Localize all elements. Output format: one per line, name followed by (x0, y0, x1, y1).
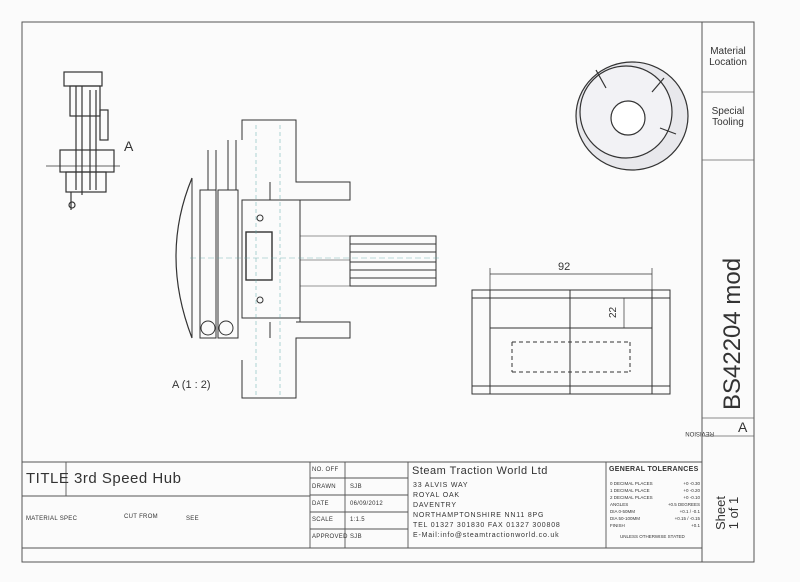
section-marker: A (124, 138, 134, 154)
address-line: E-Mail:info@steamtractionworld.co.uk (413, 532, 560, 539)
material-spec-label: MATERIAL SPEC (26, 516, 78, 522)
title-label: TITLE (26, 470, 70, 487)
tolerances-title: GENERAL TOLERANCES (609, 466, 699, 473)
address-line: TEL 01327 301830 FAX 01327 300808 (413, 522, 561, 529)
address-line: NORTHAMPTONSHIRE NN11 8PG (413, 512, 545, 519)
drawing-number: BS42204 mod (719, 258, 746, 410)
sheet-border (21, 21, 755, 563)
tolerance-row: 2 DECIMAL PLACES +0 -0.10 (610, 494, 700, 501)
cut-from-label: CUT FROM (124, 514, 158, 520)
hub-side-view (471, 289, 671, 395)
material-location-label: Material Location (709, 46, 747, 68)
address-line: ROYAL OAK (413, 492, 460, 499)
tolerance-label: 2 DECIMAL PLACES (610, 495, 653, 500)
tolerance-label: ANGLES (610, 502, 629, 507)
field-label: DATE (312, 501, 329, 507)
field-label: SCALE (312, 517, 334, 523)
tolerance-label: 0 DECIMAL PLACES (610, 481, 653, 486)
field-label: NO. OFF (312, 467, 339, 473)
small-side-view (46, 71, 120, 210)
tolerance-table: 0 DECIMAL PLACES +0 -0.30 1 DECIMAL PLACE… (610, 480, 700, 529)
tolerance-value: +0 -0.20 (683, 488, 700, 493)
detail-view-label: A (1 : 2) (172, 379, 211, 391)
tolerance-label: FINISH (610, 523, 625, 528)
dimension-depth: 22 (608, 306, 619, 318)
tolerance-note: UNLESS OTHERWISE STATED (620, 534, 685, 539)
sheet-cell: Sheet 1 of 1 (705, 480, 751, 540)
main-section-view (175, 119, 437, 399)
tolerance-label: DIA 0-50MM (610, 509, 636, 514)
dimension-width: 92 (558, 261, 570, 273)
tolerance-value: +0 -0.30 (683, 481, 700, 486)
revision-value: A (738, 419, 748, 435)
field-value: 1:1.5 (350, 517, 365, 523)
title-value: 3rd Speed Hub (74, 470, 182, 487)
revision-label: REVISION (685, 430, 714, 436)
field-label: DRAWN (312, 484, 336, 490)
tolerance-value: +0.1 / -0.1 (679, 509, 700, 514)
field-value: 06/09/2012 (350, 501, 384, 507)
tolerance-row: ANGLES +0.5 DEGREES (610, 501, 700, 508)
address-line: 33 ALVIS WAY (413, 482, 469, 489)
tolerance-value: +0 -0.10 (683, 495, 700, 500)
tolerance-label: 1 DECIMAL PLACE (610, 488, 650, 493)
tolerance-row: DIA 0-50MM +0.1 / -0.1 (610, 508, 700, 515)
tolerance-row: 0 DECIMAL PLACES +0 -0.30 (610, 480, 700, 487)
address-line: DAVENTRY (413, 502, 457, 509)
title-block-frame (22, 461, 702, 549)
tolerance-label: DIA 50-100MM (610, 516, 641, 521)
field-value: SJB (350, 534, 362, 540)
sheet-label: Sheet 1 of 1 (713, 496, 741, 530)
see-label: SEE (186, 516, 199, 522)
dimension-lines (489, 268, 653, 328)
special-tooling-label: Special Tooling (711, 106, 745, 128)
company-name: Steam Traction World Ltd (412, 465, 548, 477)
tolerance-value: +0.1 (691, 523, 700, 528)
tolerance-value: +0.15 / -0.15 (674, 516, 700, 521)
field-value: SJB (350, 484, 362, 490)
tolerance-row: DIA 50-100MM +0.15 / -0.15 (610, 515, 700, 522)
tolerance-value: +0.5 DEGREES (667, 502, 700, 507)
tolerance-row: FINISH +0.1 (610, 522, 700, 529)
hidden-lines (190, 125, 440, 395)
isometric-view (575, 61, 689, 171)
tolerance-row: 1 DECIMAL PLACE +0 -0.20 (610, 487, 700, 494)
field-label: APPROVED (312, 534, 348, 540)
